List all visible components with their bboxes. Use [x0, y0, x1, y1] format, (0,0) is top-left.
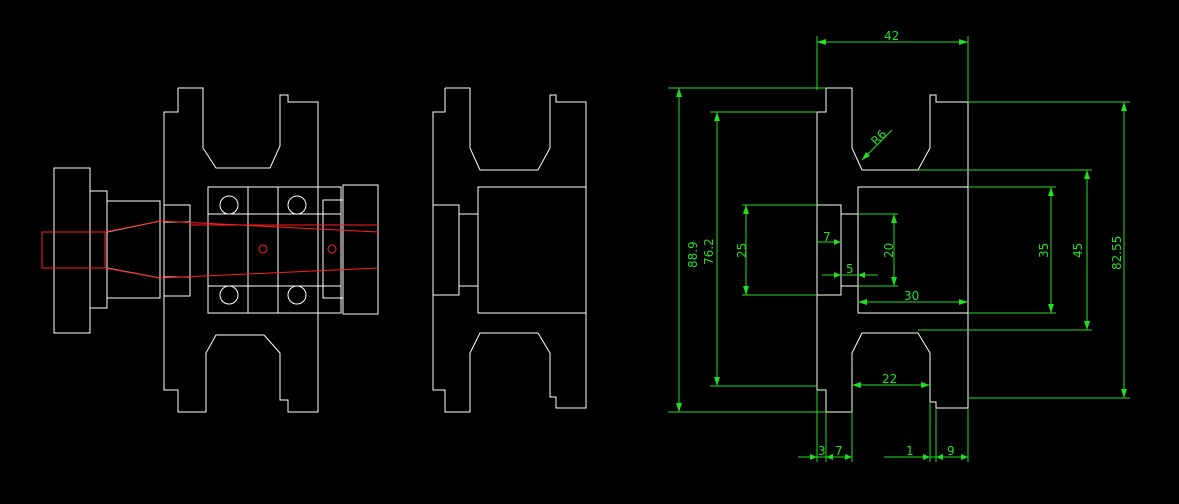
- dim-shaft: [840, 213, 859, 287]
- red-hole: [258, 244, 268, 254]
- dim-88-9: 88.9: [686, 241, 700, 268]
- shaft-red-left: [41, 231, 106, 269]
- dim-76-2: 76.2: [702, 238, 716, 265]
- hub: [163, 204, 191, 297]
- dim-7-bottom: 7: [835, 444, 843, 458]
- dim-42: 42: [884, 29, 899, 43]
- right-collar: [342, 184, 379, 315]
- right-nut: [322, 199, 344, 299]
- bearing-ball: [287, 195, 307, 215]
- dim-1: 1: [906, 444, 914, 458]
- dim-3: 3: [818, 444, 826, 458]
- dim-20: 20: [882, 243, 896, 258]
- dim-9: 9: [947, 444, 955, 458]
- left-flange: [53, 167, 91, 334]
- assembly-view: [41, 87, 379, 413]
- section-outline: [432, 87, 587, 413]
- dim-step: [816, 204, 842, 296]
- dim-7-small: 7: [823, 230, 831, 244]
- bearing-ball: [219, 285, 239, 305]
- section-step: [432, 204, 460, 296]
- dim-30: 30: [904, 289, 919, 303]
- bearing-housing: [207, 186, 342, 314]
- section-hub: [477, 186, 587, 314]
- bearing-ball: [219, 195, 239, 215]
- section-shaft: [458, 213, 479, 287]
- section-view: [432, 87, 587, 413]
- dim-45: 45: [1071, 243, 1085, 258]
- dimensioned-view: 42 R6 88.9 76.2 25 7 5: [668, 29, 1130, 462]
- dim-25: 25: [735, 243, 749, 258]
- dim-35: 35: [1037, 243, 1051, 258]
- left-collar: [89, 190, 108, 309]
- dim-5: 5: [846, 262, 854, 276]
- red-hole: [327, 244, 337, 254]
- dim-82-55: 82.55: [1110, 236, 1124, 270]
- pulley-outline: [163, 87, 319, 413]
- dim-22: 22: [882, 372, 897, 386]
- bearing-ball: [287, 285, 307, 305]
- dim-r6: R6: [868, 127, 889, 148]
- tapered-shaft: [107, 200, 161, 299]
